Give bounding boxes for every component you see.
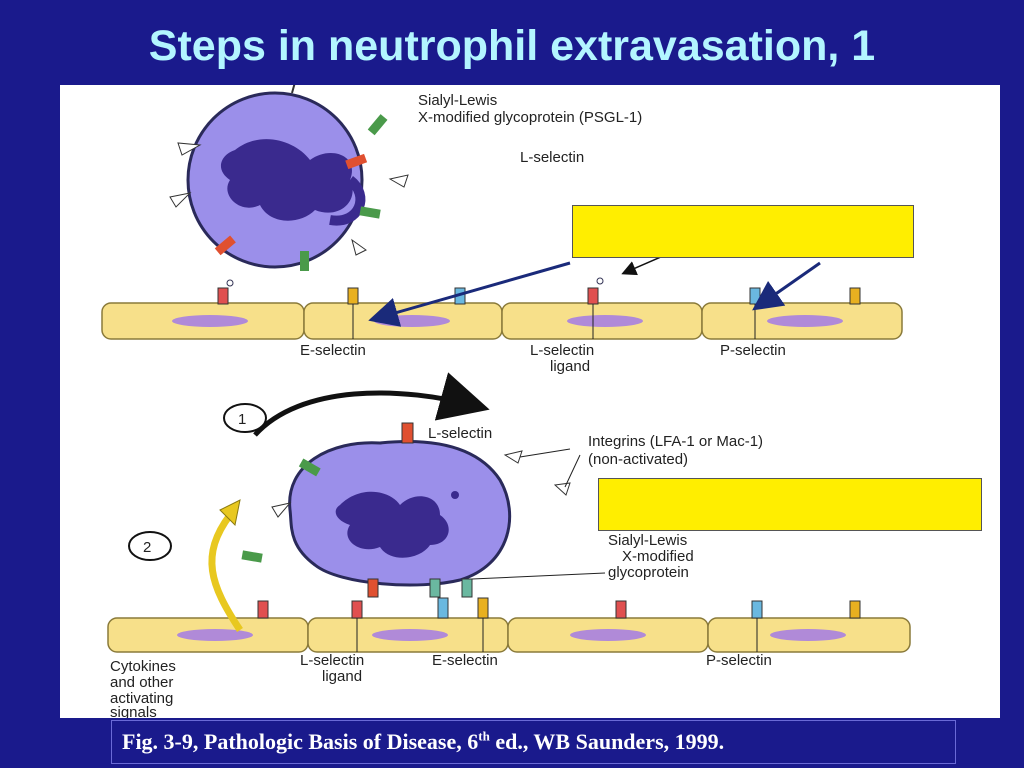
label-integrins-line1: Integrins (LFA-1 or Mac-1) <box>588 433 763 450</box>
caption-superscript: th <box>478 728 490 744</box>
label-l-selectin-top: L-selectin <box>520 149 584 166</box>
arrow-to-e-selectin <box>368 261 571 327</box>
cytokine-arrow <box>208 512 243 632</box>
label-sialyl-line1: Sialyl-Lewis <box>608 532 687 549</box>
label-psgl1-line1: Sialyl-Lewis <box>418 92 497 109</box>
rolling-arrow <box>253 372 490 437</box>
label-l-selectin-ligand-bottom-line2: ligand <box>322 668 362 685</box>
label-e-selectin-top: E-selectin <box>300 342 366 359</box>
step-2-marker: 2 <box>128 531 172 561</box>
highlight-box-top <box>572 205 914 258</box>
figure-caption: Fig. 3-9, Pathologic Basis of Disease, 6… <box>111 720 956 764</box>
arrow-to-p-selectin <box>752 261 821 311</box>
neutrophil-bottom <box>241 422 571 598</box>
svg-text:1: 1 <box>238 411 246 428</box>
label-cytokines-line4: signals <box>110 704 157 718</box>
label-p-selectin-top: P-selectin <box>720 342 786 359</box>
caption-text-before: Fig. 3-9, Pathologic Basis of Disease, 6 <box>122 729 479 754</box>
caption-text-after: ed., WB Saunders, 1999. <box>489 729 725 754</box>
diagram-panel: Sialyl-Lewis X-modified glycoprotein (PS… <box>60 85 1000 718</box>
neutrophil-diagram: Sialyl-Lewis X-modified glycoprotein (PS… <box>101 85 911 718</box>
endothelium-bottom <box>107 597 911 653</box>
slide-title: Steps in neutrophil extravasation, 1 <box>148 22 876 70</box>
label-integrins-line2: (non-activated) <box>588 451 688 468</box>
label-cytokines-line3: activating <box>110 690 173 707</box>
step-1-marker: 1 <box>223 403 267 433</box>
highlight-box-bottom <box>598 478 982 531</box>
label-p-selectin-bottom: P-selectin <box>706 652 772 669</box>
label-l-selectin-ligand-top-line1: L-selectin <box>530 342 594 359</box>
label-cytokines-line2: and other <box>110 674 173 691</box>
label-psgl1-line2: X-modified glycoprotein (PSGL-1) <box>418 109 642 126</box>
svg-text:2: 2 <box>143 539 151 556</box>
label-sialyl-line3: glycoprotein <box>608 564 689 581</box>
label-cytokines-line1: Cytokines <box>110 658 176 675</box>
label-sialyl-line2: X-modified <box>622 548 694 565</box>
label-l-selectin-ligand-top-line2: ligand <box>550 358 590 375</box>
neutrophil-top <box>169 85 409 271</box>
label-e-selectin-bottom: E-selectin <box>432 652 498 669</box>
label-l-selectin-bottom: L-selectin <box>428 425 492 442</box>
label-l-selectin-ligand-bottom-line1: L-selectin <box>300 652 364 669</box>
endothelium-top <box>101 277 903 340</box>
